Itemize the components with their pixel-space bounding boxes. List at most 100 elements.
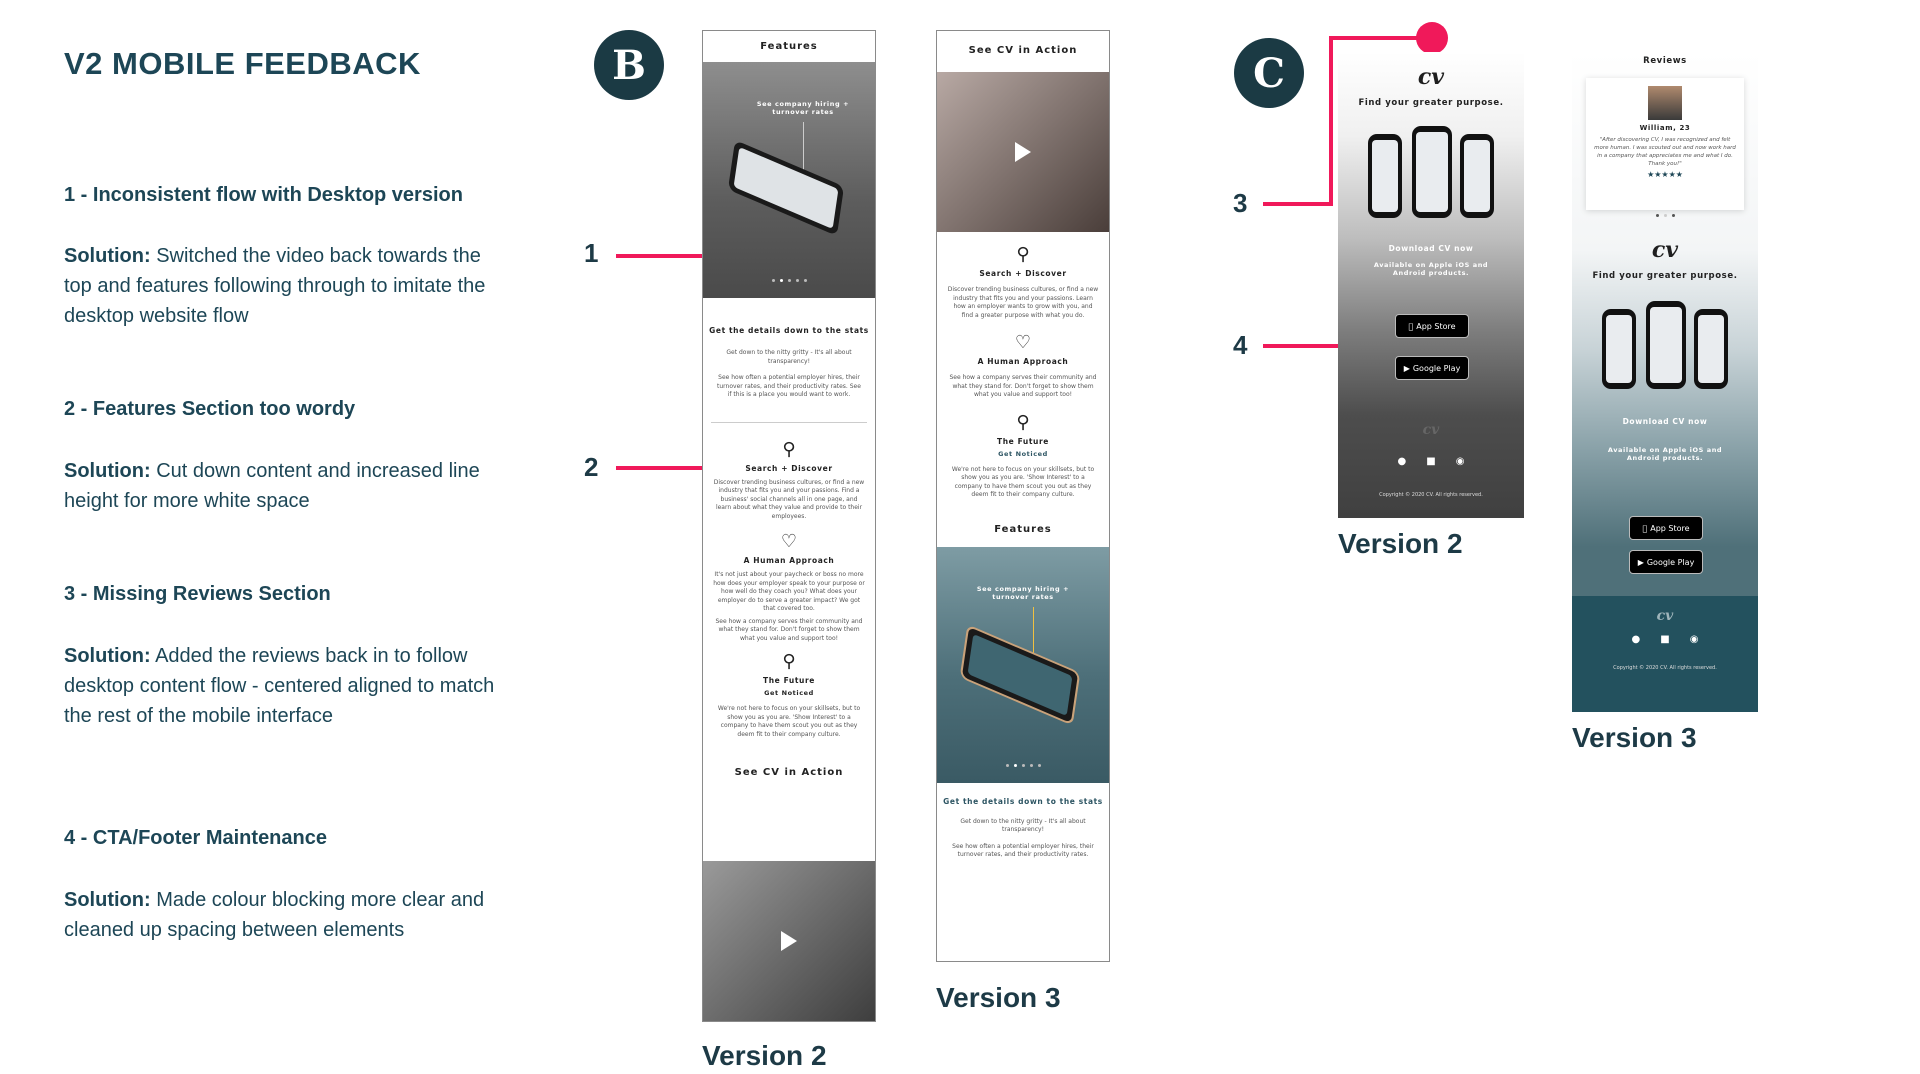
- apple-icon: : [1642, 524, 1647, 533]
- feature-human-text-2: See how a company serves their community…: [715, 617, 863, 642]
- star-rating: ★★★★★: [1647, 170, 1683, 179]
- phone-center: [1412, 126, 1452, 218]
- instagram-icon[interactable]: ◉: [1455, 456, 1465, 467]
- footer-cv-logo: cv: [1422, 422, 1440, 438]
- feature-human-title: A Human Approach: [977, 357, 1069, 366]
- marker-3-dot: [1416, 22, 1448, 54]
- phones-illustration: [1572, 301, 1758, 397]
- hand-heart-icon: ♡: [1014, 332, 1032, 353]
- marker-1-number: 1: [584, 238, 599, 268]
- download-heading: Download CV now: [1388, 244, 1474, 253]
- facebook-icon[interactable]: ■: [1660, 634, 1670, 645]
- carousel-dots[interactable]: [937, 763, 1109, 767]
- search-icon: ⚲: [782, 438, 796, 460]
- phone-center: [1646, 301, 1686, 389]
- mockup-b-version-2: Features See company hiring + turnover r…: [702, 30, 876, 1022]
- page-title: V2 MOBILE FEEDBACK: [64, 46, 421, 81]
- footer-cv-logo: cv: [1656, 608, 1674, 624]
- feature-human-title: A Human Approach: [743, 556, 835, 565]
- divider: [711, 421, 867, 423]
- reviews-heading: Reviews: [1643, 56, 1687, 66]
- version-label-c-v3: Version 3: [1572, 722, 1697, 753]
- features-heading: Features: [994, 523, 1052, 535]
- apple-icon: : [1408, 322, 1413, 331]
- feedback-4-solution: Solution: Made colour blocking more clea…: [64, 885, 504, 945]
- feature-search-title: Search + Discover: [979, 269, 1067, 278]
- hand-heart-icon: ♡: [780, 531, 798, 552]
- version-label-c-v2: Version 2: [1338, 528, 1463, 559]
- version-label-b-v3: Version 3: [936, 982, 1061, 1013]
- badge-b: B: [594, 30, 664, 100]
- mockup-c-version-2: cv Find your greater purpose. Download C…: [1338, 52, 1524, 518]
- instagram-icon[interactable]: ◉: [1689, 634, 1699, 645]
- play-icon[interactable]: [1015, 142, 1031, 162]
- feature-human-text: It's not just about your paycheck or bos…: [713, 571, 865, 612]
- copyright: Copyright © 2020 CV. All rights reserved…: [1613, 665, 1717, 671]
- stats-text-2: See how often a potential employer hires…: [952, 842, 1094, 859]
- marker-2-number: 2: [584, 452, 599, 482]
- social-links: ● ■ ◉: [1338, 456, 1524, 467]
- marker-2-line: [616, 466, 736, 470]
- feature-search-title: Search + Discover: [745, 463, 833, 473]
- feedback-2-solution: Solution: Cut down content and increased…: [64, 456, 504, 516]
- version-label-b-v2: Version 2: [702, 1040, 827, 1071]
- hero-phone: [727, 140, 845, 236]
- hero-phone: [959, 623, 1081, 726]
- footer-block: cv ● ■ ◉ Copyright © 2020 CV. All rights…: [1572, 596, 1758, 712]
- solution-text: Made colour blocking more clear and clea…: [64, 889, 485, 941]
- feedback-4-heading: 4 - CTA/Footer Maintenance: [64, 827, 327, 849]
- marker-3-topline: [1329, 36, 1429, 40]
- phone-left: [1368, 134, 1402, 218]
- video-block[interactable]: [703, 861, 875, 1021]
- solution-text: Cut down content and increased line heig…: [64, 460, 480, 512]
- hero-caption: See company hiring + turnover rates: [756, 100, 850, 116]
- solution-label: Solution:: [64, 460, 151, 482]
- google-play-button[interactable]: ▶Google Play: [1395, 356, 1469, 380]
- google-play-button[interactable]: ▶Google Play: [1629, 550, 1703, 574]
- feedback-1-heading: 1 - Inconsistent flow with Desktop versi…: [64, 184, 463, 206]
- twitter-icon[interactable]: ●: [1631, 634, 1641, 645]
- caption-pointer: [803, 122, 804, 172]
- feedback-2-heading: 2 - Features Section too wordy: [64, 398, 356, 420]
- search-person-icon: ⚲: [782, 651, 796, 672]
- copyright: Copyright © 2020 CV. All rights reserved…: [1379, 492, 1483, 498]
- stats-title: Get the details down to the stats: [709, 326, 869, 335]
- phone-right: [1460, 134, 1494, 218]
- marker-4-line: [1263, 344, 1383, 348]
- stats-text-1: Get down to the nitty gritty - It's all …: [960, 817, 1086, 834]
- marker-3-line: [1263, 202, 1333, 206]
- feature-future-subtitle: Get Noticed: [764, 689, 814, 697]
- review-quote: "After discovering CV, I was recognized …: [1594, 137, 1736, 167]
- solution-text: Added the reviews back in to follow desk…: [64, 645, 495, 727]
- hero-phone-screen: [967, 633, 1073, 716]
- feature-search-text: Discover trending business cultures, or …: [947, 286, 1099, 319]
- twitter-icon[interactable]: ●: [1397, 456, 1407, 467]
- feature-search-text: Discover trending business cultures, or …: [713, 478, 865, 520]
- feature-future-title: The Future: [997, 436, 1049, 446]
- see-cv-action-heading: See CV in Action: [968, 45, 1078, 56]
- hero-caption: See company hiring + turnover rates: [976, 584, 1070, 601]
- feature-future-title: The Future: [763, 676, 815, 685]
- play-icon[interactable]: [781, 931, 797, 951]
- play-store-icon: ▶: [1403, 363, 1410, 373]
- feature-future-subtitle: Get Noticed: [998, 449, 1048, 458]
- cv-logo: cv: [1651, 237, 1679, 263]
- facebook-icon[interactable]: ■: [1426, 456, 1436, 467]
- see-cv-action-heading: See CV in Action: [734, 767, 844, 778]
- marker-4-number: 4: [1233, 330, 1248, 360]
- app-store-button[interactable]: App Store: [1395, 314, 1469, 338]
- feedback-1-solution: Solution: Switched the video back toward…: [64, 241, 504, 331]
- carousel-dots[interactable]: [703, 279, 875, 282]
- review-card: William, 23 "After discovering CV, I was…: [1586, 78, 1744, 210]
- review-dots[interactable]: [1572, 214, 1758, 217]
- app-store-button[interactable]: App Store: [1629, 516, 1703, 540]
- available-text: Available on Apple iOS and Android produ…: [1373, 261, 1489, 277]
- stats-text-1: Get down to the nitty gritty - It's all …: [726, 349, 852, 365]
- solution-label: Solution:: [64, 889, 151, 911]
- mockup-c-version-3: Reviews William, 23 "After discovering C…: [1572, 52, 1758, 712]
- video-block[interactable]: [937, 72, 1109, 232]
- cv-logo: cv: [1417, 64, 1445, 90]
- feedback-3-solution: Solution: Added the reviews back in to f…: [64, 641, 504, 731]
- phone-right: [1694, 309, 1728, 389]
- feature-human-text: See how a company serves their community…: [949, 374, 1097, 398]
